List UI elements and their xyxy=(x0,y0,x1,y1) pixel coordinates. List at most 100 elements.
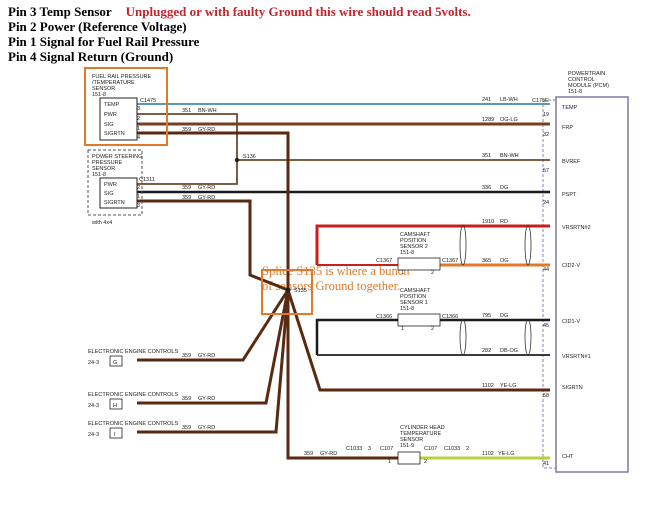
cht-pin: 2 xyxy=(424,459,427,465)
cam1-title: SENSOR 1 xyxy=(400,300,428,306)
cam2-title: 151-8 xyxy=(400,250,414,256)
eec-tag-box xyxy=(109,427,123,439)
wire-circuit-label: 282 xyxy=(482,348,491,354)
cam2-pin: 1 xyxy=(401,270,404,276)
ps-connector-body xyxy=(99,177,138,209)
pcm-title-1: POWERTRAIN xyxy=(568,71,605,77)
cam2-connector: C1367 xyxy=(442,258,458,264)
eec-tag-box xyxy=(109,398,123,410)
pcm-title-3: MODULE (PCM) xyxy=(568,83,609,89)
ps-title-1: POWER STEERING xyxy=(92,154,142,160)
cht-title: SENSOR xyxy=(400,437,423,443)
ps-connector-label: C1311 xyxy=(139,177,155,183)
wire-ps-pwr xyxy=(137,160,238,185)
wire-color-label: GY-RD xyxy=(198,127,215,133)
pcm-module: POWERTRAIN CONTROL MODULE (PCM) 151-8 C1… xyxy=(532,71,629,473)
wire-sigrtn-frp xyxy=(137,131,290,290)
twist-mark xyxy=(459,224,467,266)
pcm-pin-number: 41 xyxy=(543,461,549,467)
cht-pin: 1 xyxy=(388,459,391,465)
wire-color-label: DB-OG xyxy=(500,348,518,354)
cht-connector: C107 xyxy=(380,446,393,452)
cam2-title: SENSOR 2 xyxy=(400,244,428,250)
eec-label: ELECTRONIC ENGINE CONTROLS xyxy=(88,349,178,355)
power-steering-sensor: POWER STEERING PRESSURE SENSOR 151-8 C13… xyxy=(87,149,155,226)
wire-circuit-label: 359 xyxy=(182,195,191,201)
fuel-rail-title-3: SENSOR xyxy=(92,86,115,92)
pcm-outline xyxy=(555,96,629,473)
fuel-rail-highlight xyxy=(84,67,168,146)
ps-title-3: SENSOR xyxy=(92,166,115,172)
eec-circuit: 359 xyxy=(182,353,191,359)
wire-circuit-label: 1102 xyxy=(482,383,494,389)
wire-sigrtn-ps xyxy=(137,199,289,292)
cht-connector: 2 xyxy=(466,446,469,452)
fuel-rail-pin: TEMP xyxy=(104,102,120,108)
wire-labels: 351 BN-WH 359 GY-RD 241 LB-WH 1289 OG-LG… xyxy=(182,97,519,389)
eec-circuit: 359 xyxy=(182,425,191,431)
fuel-rail-pin: SIG xyxy=(104,122,113,128)
cam1-pin: 1 xyxy=(401,326,404,332)
pcm-pin-name: PSPT xyxy=(562,192,577,198)
pcm-pin-name: CHT xyxy=(562,454,574,460)
wire-color-label: BN-WH xyxy=(500,153,519,159)
wire-color-label: OG-LG xyxy=(500,117,518,123)
cht-color: YE-LG xyxy=(498,451,515,457)
eec-tag: H xyxy=(113,403,117,409)
header-line-3: Pin 1 Signal for Fuel Rail Pressure xyxy=(8,34,200,49)
wire-circuit-label: 351 xyxy=(482,153,491,159)
fuel-rail-title-1: FUEL RAIL PRESSURE xyxy=(92,74,152,80)
eec-circuit: 359 xyxy=(182,396,191,402)
wire-sigrtn-pcm xyxy=(286,289,550,392)
wire-circuit-label: 351 xyxy=(182,108,191,114)
header-note: Unplugged or with faulty Ground this wir… xyxy=(125,4,471,19)
fuel-rail-pin: SIGRTN xyxy=(104,131,125,137)
fuel-rail-pin: PWR xyxy=(104,112,117,118)
cam-sensor-1: CAMSHAFT POSITION SENSOR 1 151-8 C1366 C… xyxy=(376,288,458,332)
eec-page: 24-3 xyxy=(88,360,99,366)
cam1-title: POSITION xyxy=(400,294,426,300)
eec-label: ELECTRONIC ENGINE CONTROLS xyxy=(88,392,178,398)
fuel-rail-title-4: 151-8 xyxy=(92,92,106,98)
cht-connector: C1033 xyxy=(346,446,362,452)
wire-color-label: GY-RD xyxy=(198,185,215,191)
header-label: Pin 3 Temp Sensor xyxy=(8,4,112,19)
pcm-pin-name: TEMP xyxy=(562,105,578,111)
header-line-2: Pin 2 Power (Reference Voltage) xyxy=(8,19,187,34)
ps-pin: SIG xyxy=(104,191,113,197)
wire-color-label: BN-WH xyxy=(198,108,217,114)
ps-footnote: with 4x4 xyxy=(91,220,112,226)
wire-color-label: OG xyxy=(500,258,509,264)
cam2-title: CAMSHAFT xyxy=(400,232,431,238)
cht-color: GY-RD xyxy=(320,451,337,457)
pcm-connector-label: C175E xyxy=(532,98,549,104)
splice-highlight xyxy=(261,269,313,315)
pcm-pin-name: FRP xyxy=(562,125,573,131)
eec-page: 24-3 xyxy=(88,403,99,409)
pcm-title-2: CONTROL xyxy=(568,77,595,83)
ps-pin: PWR xyxy=(104,182,117,188)
cht-connector: 3 xyxy=(368,446,371,452)
twisted-pair-marks xyxy=(459,224,532,356)
fuel-rail-pin-number: 2 xyxy=(137,116,140,122)
cht-body xyxy=(397,451,421,465)
pcm-pin-number: 24 xyxy=(543,200,549,206)
wire-cht-rtn xyxy=(286,290,398,460)
ps-title-2: PRESSURE xyxy=(92,160,123,166)
cam1-title: 151-8 xyxy=(400,306,414,312)
splice-label: S135 xyxy=(294,288,307,294)
ps-pin: SIGRTN xyxy=(104,200,125,206)
wire-circuit-label: 359 xyxy=(182,185,191,191)
pcm-title-4: 151-8 xyxy=(568,89,582,95)
pcm-pin-name: VRSRTN#2 xyxy=(562,225,591,231)
cam2-title: POSITION xyxy=(400,238,426,244)
pcm-pin-number: 45 xyxy=(543,323,549,329)
fuel-rail-sensor: FUEL RAIL PRESSURE /TEMPERATURE SENSOR 1… xyxy=(84,67,168,146)
eec-page: 24-3 xyxy=(88,432,99,438)
splice-s136: S136 xyxy=(234,154,256,163)
pcm-pin-number: 19 xyxy=(543,112,549,118)
pcm-pin-number: 58 xyxy=(543,393,549,399)
eec-label: ELECTRONIC ENGINE CONTROLS xyxy=(88,421,178,427)
twist-mark xyxy=(524,318,532,356)
